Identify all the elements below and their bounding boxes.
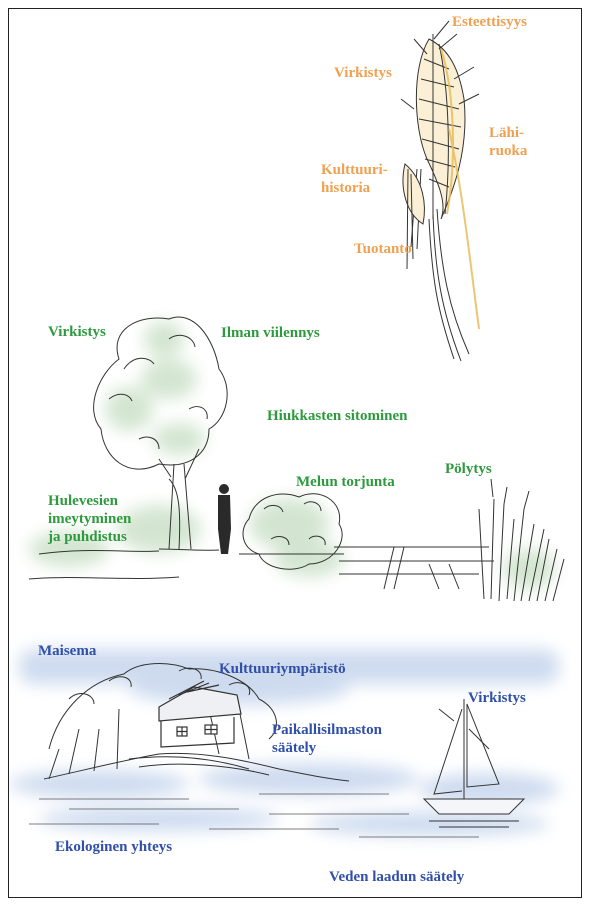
- label-lahiruoka: Lähi- ruoka: [489, 124, 527, 160]
- label-virkistys-wheat: Virkistys: [334, 64, 392, 82]
- sailboat-drawing: [424, 699, 524, 827]
- label-polytys: Pölytys: [445, 460, 492, 478]
- label-ekologinen-yhteys: Ekologinen yhteys: [55, 838, 172, 856]
- label-paikallisilmaston: Paikallisilmaston säätely: [272, 721, 382, 757]
- label-ilman-viilennys: Ilman viilennys: [221, 324, 320, 342]
- label-tuotanto: Tuotanto: [354, 240, 412, 258]
- label-kulttuurihistoria: Kulttuuri- historia: [321, 161, 388, 197]
- label-hiukkasten-sitominen: Hiukkasten sitominen: [267, 407, 407, 425]
- park-wash: [29, 321, 555, 589]
- label-hulevesien: Hulevesien imeytyminen ja puhdistus: [48, 492, 131, 546]
- wheat-drawing: [401, 21, 479, 361]
- label-kulttuuriymparisto: Kulttuuriympäristö: [219, 660, 346, 678]
- label-maisema: Maisema: [38, 642, 96, 660]
- illustration-frame: Esteettisyys Virkistys Lähi- ruoka Kultt…: [8, 8, 582, 898]
- label-virkistys-park: Virkistys: [48, 323, 106, 341]
- label-virkistys-lake: Virkistys: [468, 689, 526, 707]
- label-melun-torjunta: Melun torjunta: [296, 473, 395, 491]
- label-veden-laadun: Veden laadun säätely: [329, 868, 464, 886]
- label-esteettisyys: Esteettisyys: [452, 13, 527, 31]
- person-silhouette: [218, 484, 231, 554]
